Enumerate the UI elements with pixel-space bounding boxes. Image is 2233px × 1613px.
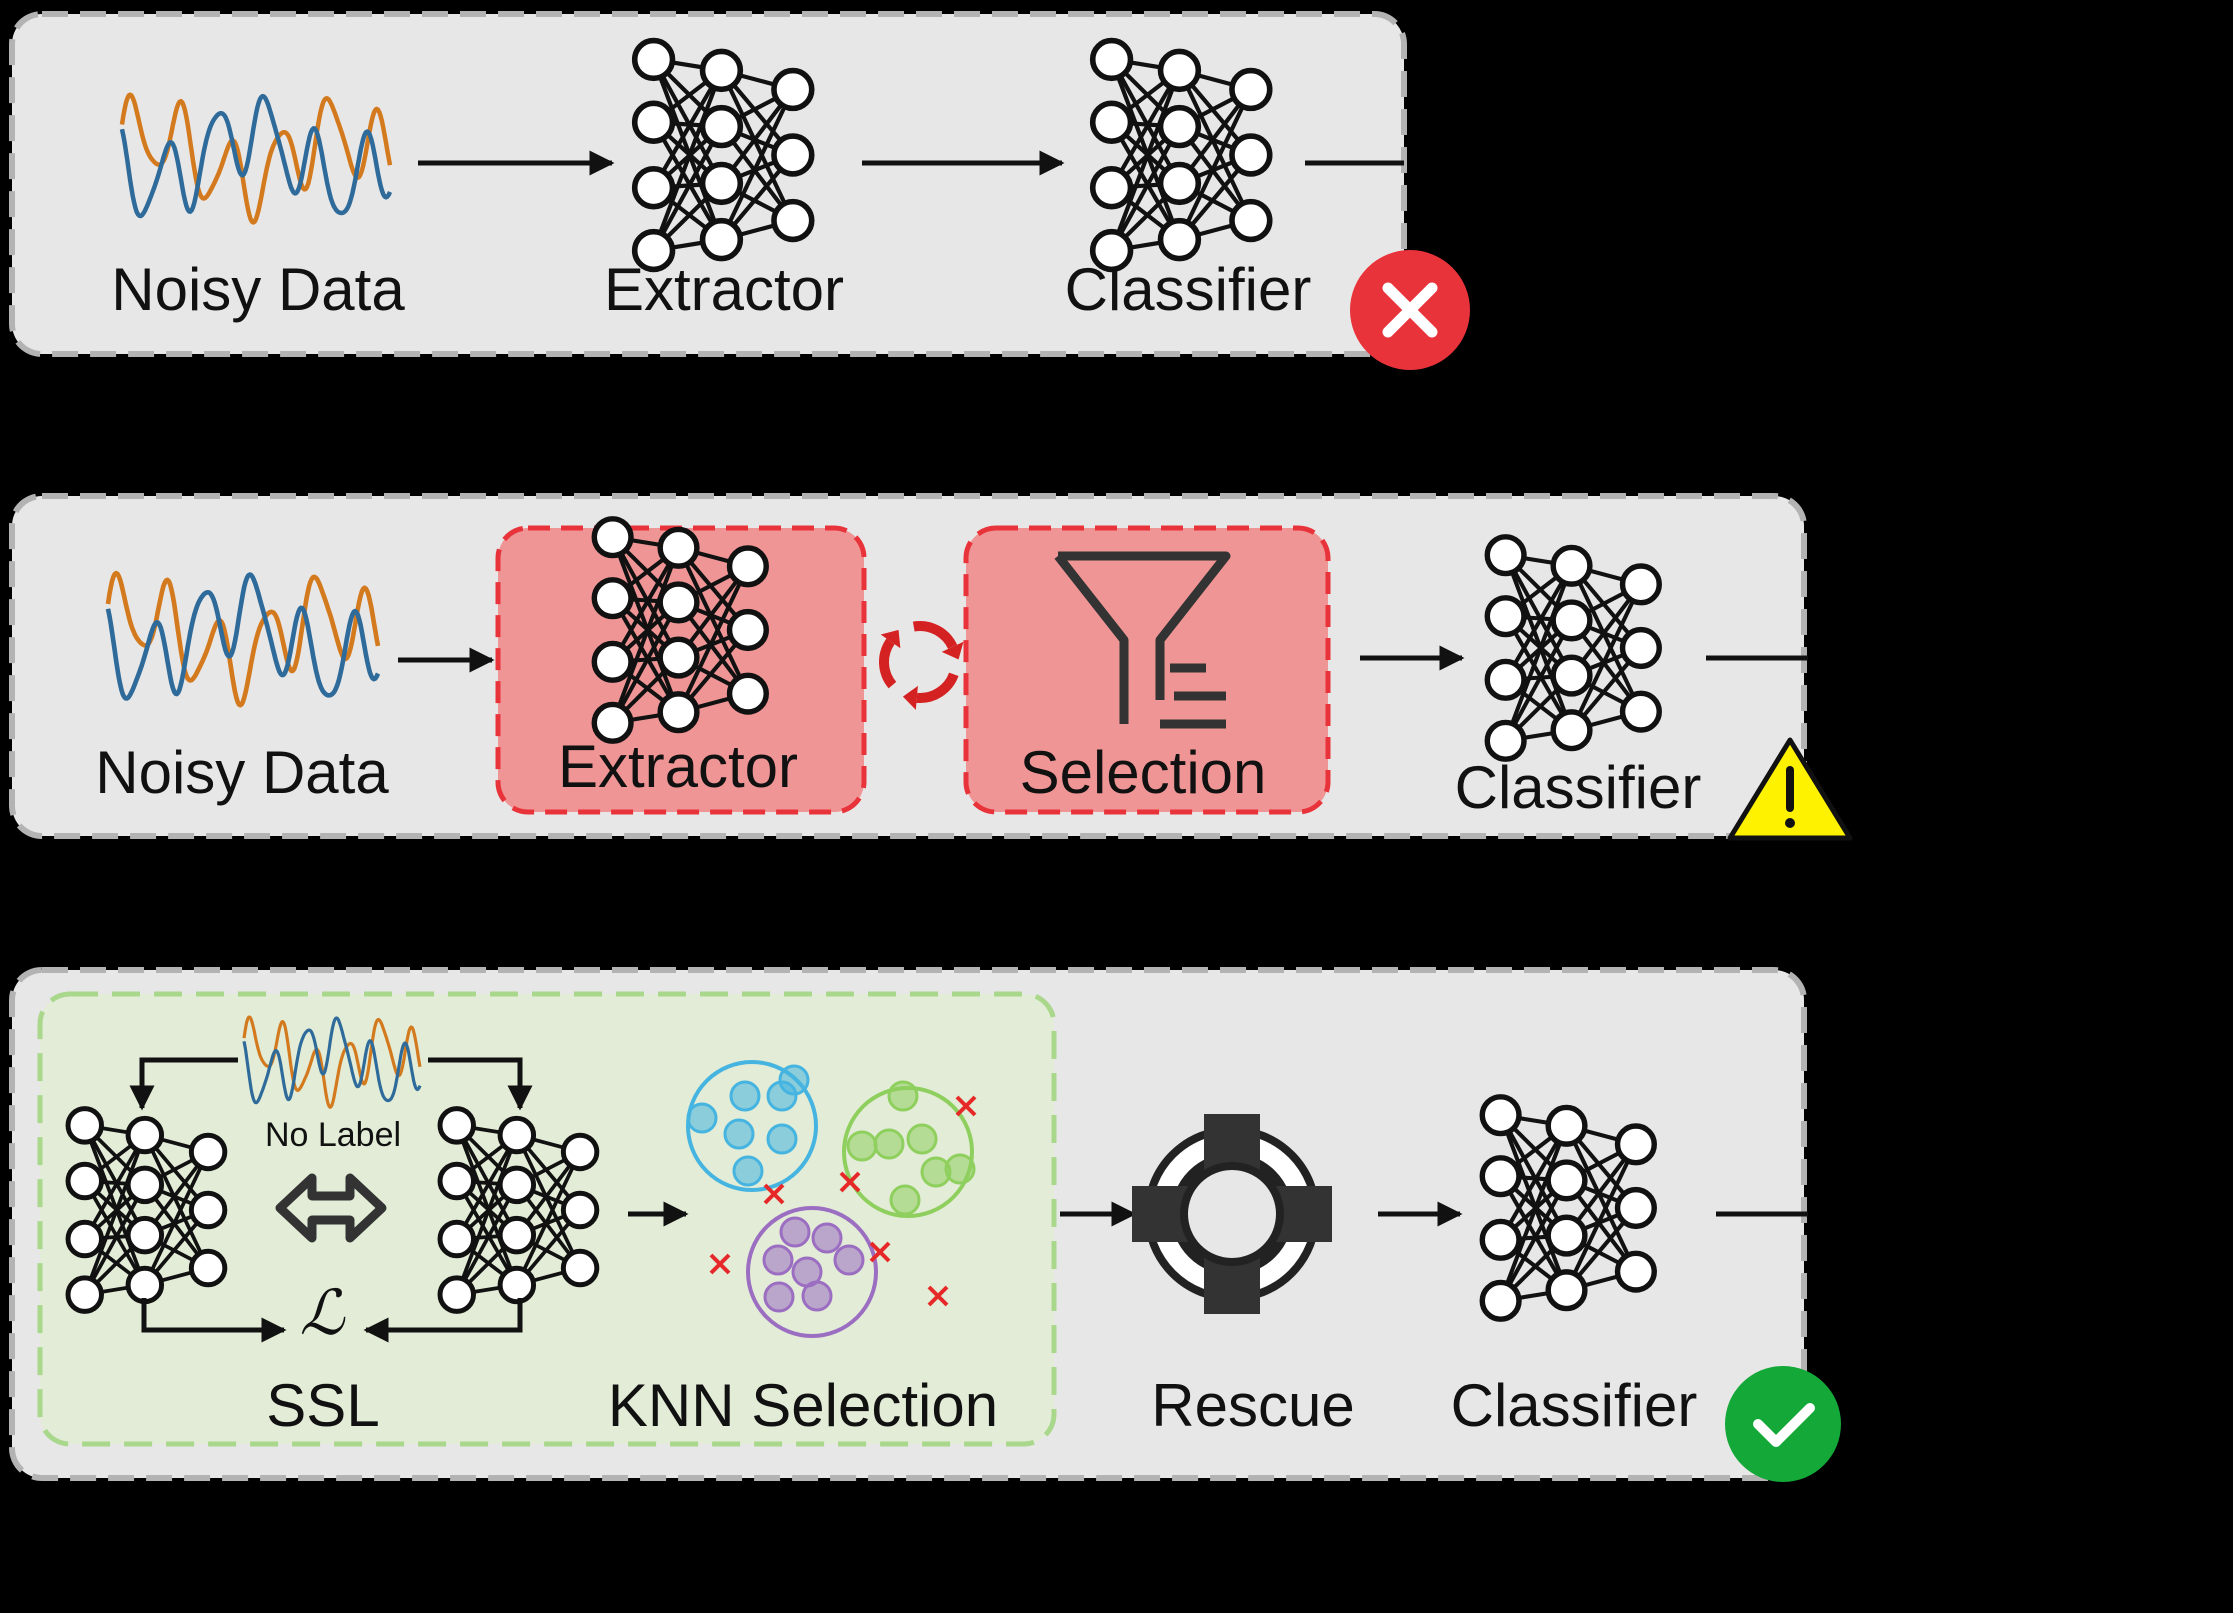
middle-panel — [9, 493, 1807, 839]
top-classifier-neural-network-icon — [1089, 37, 1273, 273]
middle-extractor-neural-network-icon — [591, 516, 769, 744]
ssl-right-neural-network-icon — [437, 1106, 600, 1314]
bottom-signal-waveform-icon — [242, 1015, 422, 1109]
error-cross-mark — [1382, 282, 1438, 338]
green-cluster — [842, 1080, 976, 1218]
bidirectional-arrow-icon — [275, 1173, 387, 1243]
warning-exclamation-dot — [1785, 818, 1795, 828]
selection-highlight-box — [963, 525, 1331, 815]
success-check-icon — [1725, 1366, 1841, 1482]
filter-funnel-icon — [1054, 551, 1231, 729]
cycle-arrows-icon — [879, 621, 964, 710]
top-extractor-neural-network-icon — [631, 37, 815, 273]
lifebuoy-icon — [1132, 1114, 1332, 1314]
purple-cluster — [746, 1206, 878, 1338]
rejected-sample-x-5 — [869, 1241, 891, 1263]
rejected-sample-x-4 — [709, 1253, 731, 1275]
ssl-left-neural-network-icon — [65, 1106, 228, 1314]
ssl-loss-arrow-right — [363, 1298, 523, 1343]
ssl-arrow-left-branch — [129, 1057, 238, 1111]
ssl-loss-arrow-left — [141, 1298, 287, 1343]
rejected-sample-x-3 — [839, 1171, 861, 1193]
rejected-sample-x-1 — [955, 1095, 977, 1117]
blue-cluster — [686, 1060, 818, 1192]
rejected-sample-x-6 — [927, 1285, 949, 1307]
ssl-arrow-right-branch — [428, 1057, 533, 1111]
middle-classifier-neural-network-icon — [1484, 534, 1662, 762]
top-signal-waveform-icon — [119, 92, 393, 225]
middle-signal-waveform-icon — [105, 570, 381, 708]
rejected-sample-x-2 — [763, 1183, 785, 1205]
success-check-mark — [1753, 1403, 1815, 1447]
bottom-classifier-neural-network-icon — [1479, 1094, 1657, 1322]
